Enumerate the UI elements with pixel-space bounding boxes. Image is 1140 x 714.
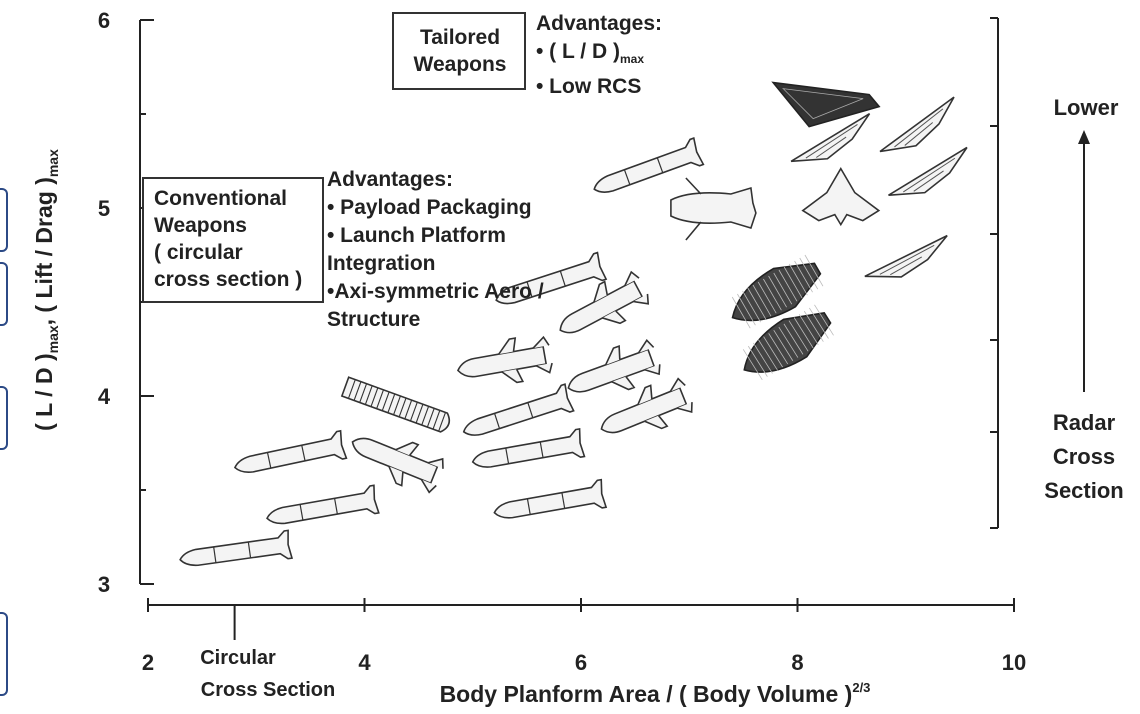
advantage-item: Structure — [327, 308, 421, 331]
weapon-point-finned — [559, 270, 650, 334]
conventional-weapons-box: Conventional Weapons ( circular cross se… — [142, 177, 324, 303]
y-tick-label: 4 — [98, 384, 111, 409]
right-axis-bottom-line-3: Section — [1044, 478, 1123, 503]
right-axis-labels: Lower Radar Cross Section — [1044, 95, 1123, 503]
box-line: cross section ) — [154, 268, 303, 291]
weapon-point-missile — [179, 529, 294, 567]
weapon-point-missile — [233, 429, 348, 473]
conventional-advantages: Advantages: • Payload Packaging • Launch… — [327, 166, 544, 334]
weapon-point-missile — [495, 251, 608, 305]
y-axis-label: ( L / D )max, ( Lift / Drag )max — [31, 149, 61, 431]
x-tick-label: 4 — [358, 650, 371, 675]
weapon-point-delta — [879, 96, 955, 153]
weapon-point-delta — [864, 234, 948, 278]
advantage-item: • Low RCS — [536, 75, 642, 99]
box-line: Weapons — [413, 53, 507, 76]
box-line: Weapons — [154, 214, 247, 237]
x-annotation-line-2: Cross Section — [201, 679, 335, 701]
right-axis-bottom-line-1: Radar — [1053, 410, 1116, 435]
marks — [179, 81, 968, 567]
y-tick-label: 5 — [98, 196, 110, 221]
y-tick-label: 3 — [98, 572, 110, 597]
tailored-weapons-box: Tailored Weapons — [392, 12, 526, 90]
tick-labels: 3 4 5 6 2 4 6 8 10 — [98, 8, 1026, 675]
advantage-item: •Axi-symmetric Aero / — [327, 280, 544, 303]
weapon-point-cone — [731, 254, 824, 329]
weapon-point-cone — [742, 304, 834, 381]
x-axis-label: Body Planform Area / ( Body Volume )2/3 — [440, 680, 871, 707]
advantage-item: Integration — [327, 252, 436, 275]
y-tick-label: 6 — [98, 8, 110, 33]
advantage-item: • Launch Platform — [327, 224, 506, 247]
weapon-point-delta — [888, 146, 968, 196]
weapon-point-missile — [266, 484, 380, 525]
x-tick-label: 8 — [791, 650, 803, 675]
advantages-title: Advantages: — [536, 12, 663, 35]
x-tick-label: 10 — [1002, 650, 1026, 675]
edge-tab — [0, 386, 8, 450]
weapon-point-finned — [457, 335, 553, 384]
edge-tab — [0, 612, 8, 696]
advantage-item: • Payload Packaging — [327, 196, 532, 219]
x-tick-label: 6 — [575, 650, 587, 675]
right-axis-top-label: Lower — [1054, 95, 1119, 120]
box-line: Tailored — [419, 26, 501, 49]
weapon-point-ribbed — [340, 376, 451, 433]
weapon-point-shuttle — [670, 177, 757, 241]
x-annotation-line-1: Circular — [200, 647, 276, 669]
box-line: Conventional — [154, 187, 288, 210]
weapon-point-finned — [351, 437, 444, 494]
box-line: ( circular — [154, 241, 243, 264]
weapon-point-flyingwing — [801, 167, 881, 227]
advantages-title: Advantages: — [327, 168, 454, 191]
weapon-point-wedge — [771, 81, 881, 128]
edge-tab — [0, 262, 8, 326]
x-annotation-circular-cross-section: Circular Cross Section — [200, 647, 335, 701]
right-axis-bottom-line-2: Cross — [1053, 444, 1115, 469]
weapon-point-finned — [600, 377, 693, 434]
x-tick-label: 2 — [142, 650, 154, 675]
rcs-arrow-head — [1078, 130, 1090, 144]
advantage-item-ld: • ( L / D )max — [536, 40, 644, 67]
weapon-point-missile — [493, 478, 608, 519]
edge-tab — [0, 188, 8, 252]
weapon-point-finned — [567, 339, 661, 393]
weapon-point-delta — [790, 112, 871, 163]
tailored-advantages: Advantages: • ( L / D )max • Low RCS — [536, 10, 662, 101]
weapon-point-missile — [593, 137, 705, 193]
weapon-point-missile — [471, 427, 586, 468]
weapon-point-missile — [462, 383, 575, 436]
